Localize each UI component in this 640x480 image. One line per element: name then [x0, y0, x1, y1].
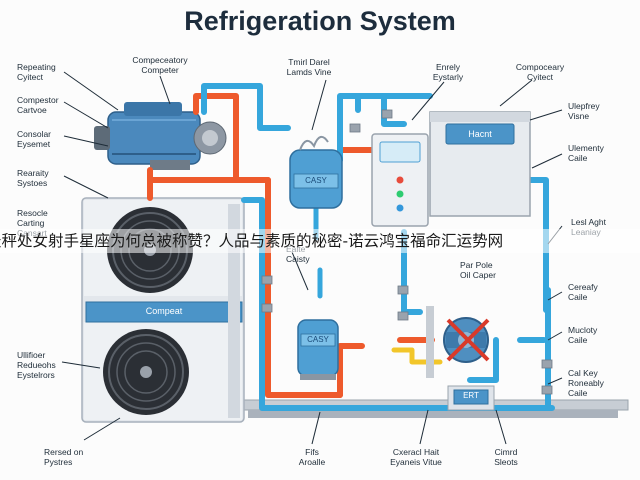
condenser-unit [81, 197, 245, 423]
label-cal-key: Cal Key Roneably Caile [568, 368, 604, 398]
diagram-title: Refrigeration System [184, 6, 456, 36]
label-cereafy-caile: Cereafy Caile [568, 282, 598, 302]
condenser-label-plate [85, 301, 243, 323]
expansion-valve [426, 306, 490, 378]
evaporator [429, 111, 531, 217]
label-compestor-cartvoe: Compestor Cartvoe [17, 95, 59, 115]
label-par-pole: Par Pole Oil Caper [460, 260, 496, 280]
label-ulementy-caile: Ulementy Caile [568, 143, 604, 163]
control-box [371, 133, 429, 227]
discharge-line [193, 93, 271, 183]
leader-lines [61, 71, 563, 445]
label-cxeracl-hait: Cxeracl Hait Eyaneis Vitue [390, 447, 442, 467]
label-ulepfrey-visne: Ulepfrey Visne [568, 101, 600, 121]
label-fifs-aroalle: Fifs Aroalle [298, 447, 326, 467]
accumulator [297, 319, 339, 380]
label-repeating-cyitect: Repeating Cyitect [17, 62, 56, 82]
condenser-tag: Compeat [145, 306, 183, 316]
label-mucloty-caile: Mucloty Caile [568, 325, 598, 345]
suction-line [201, 83, 291, 131]
receiver-tag: CASY [305, 176, 327, 185]
label-tmirl-darel: Tmirl Darel Lamds Vine [286, 57, 332, 77]
overlay-banner: 天秤处女射手星座为何总被称赞？人品与素质的秘密-诺云鸿宝福命汇运势网 [0, 229, 640, 253]
overlay-banner-text: 天秤处女射手星座为何总被称赞？人品与素质的秘密-诺云鸿宝福命汇运势网 [0, 232, 504, 250]
label-enrely-eystarly: Enrely Eystarly [432, 62, 464, 82]
label-consolar-eysemet: Consolar Eysemet [17, 129, 52, 149]
valve-box-tag: ERT [463, 391, 479, 400]
label-ullifioer-redueohs: Ullifioer Redueohs Eystelrors [17, 350, 56, 380]
base-skid-shadow [248, 410, 618, 418]
accumulator-tag: CASY [307, 335, 329, 344]
valve-box [447, 385, 495, 411]
label-compeceatory-competer: Compeceatory Competer [132, 55, 188, 75]
compressor [94, 102, 227, 170]
pipe-fittings [261, 109, 553, 395]
label-compoceary-cyitect: Compoceary Cyitect [515, 62, 565, 82]
label-rersed-pystres: Rersed on Pystres [44, 447, 84, 467]
label-cimrd-sleots: Cimrd Sleots [494, 447, 518, 467]
receiver-tank [289, 135, 343, 209]
label-rearaity-systoes: Rearaity Systoes [17, 168, 49, 188]
evaporator-tag: Hacnt [468, 129, 492, 139]
